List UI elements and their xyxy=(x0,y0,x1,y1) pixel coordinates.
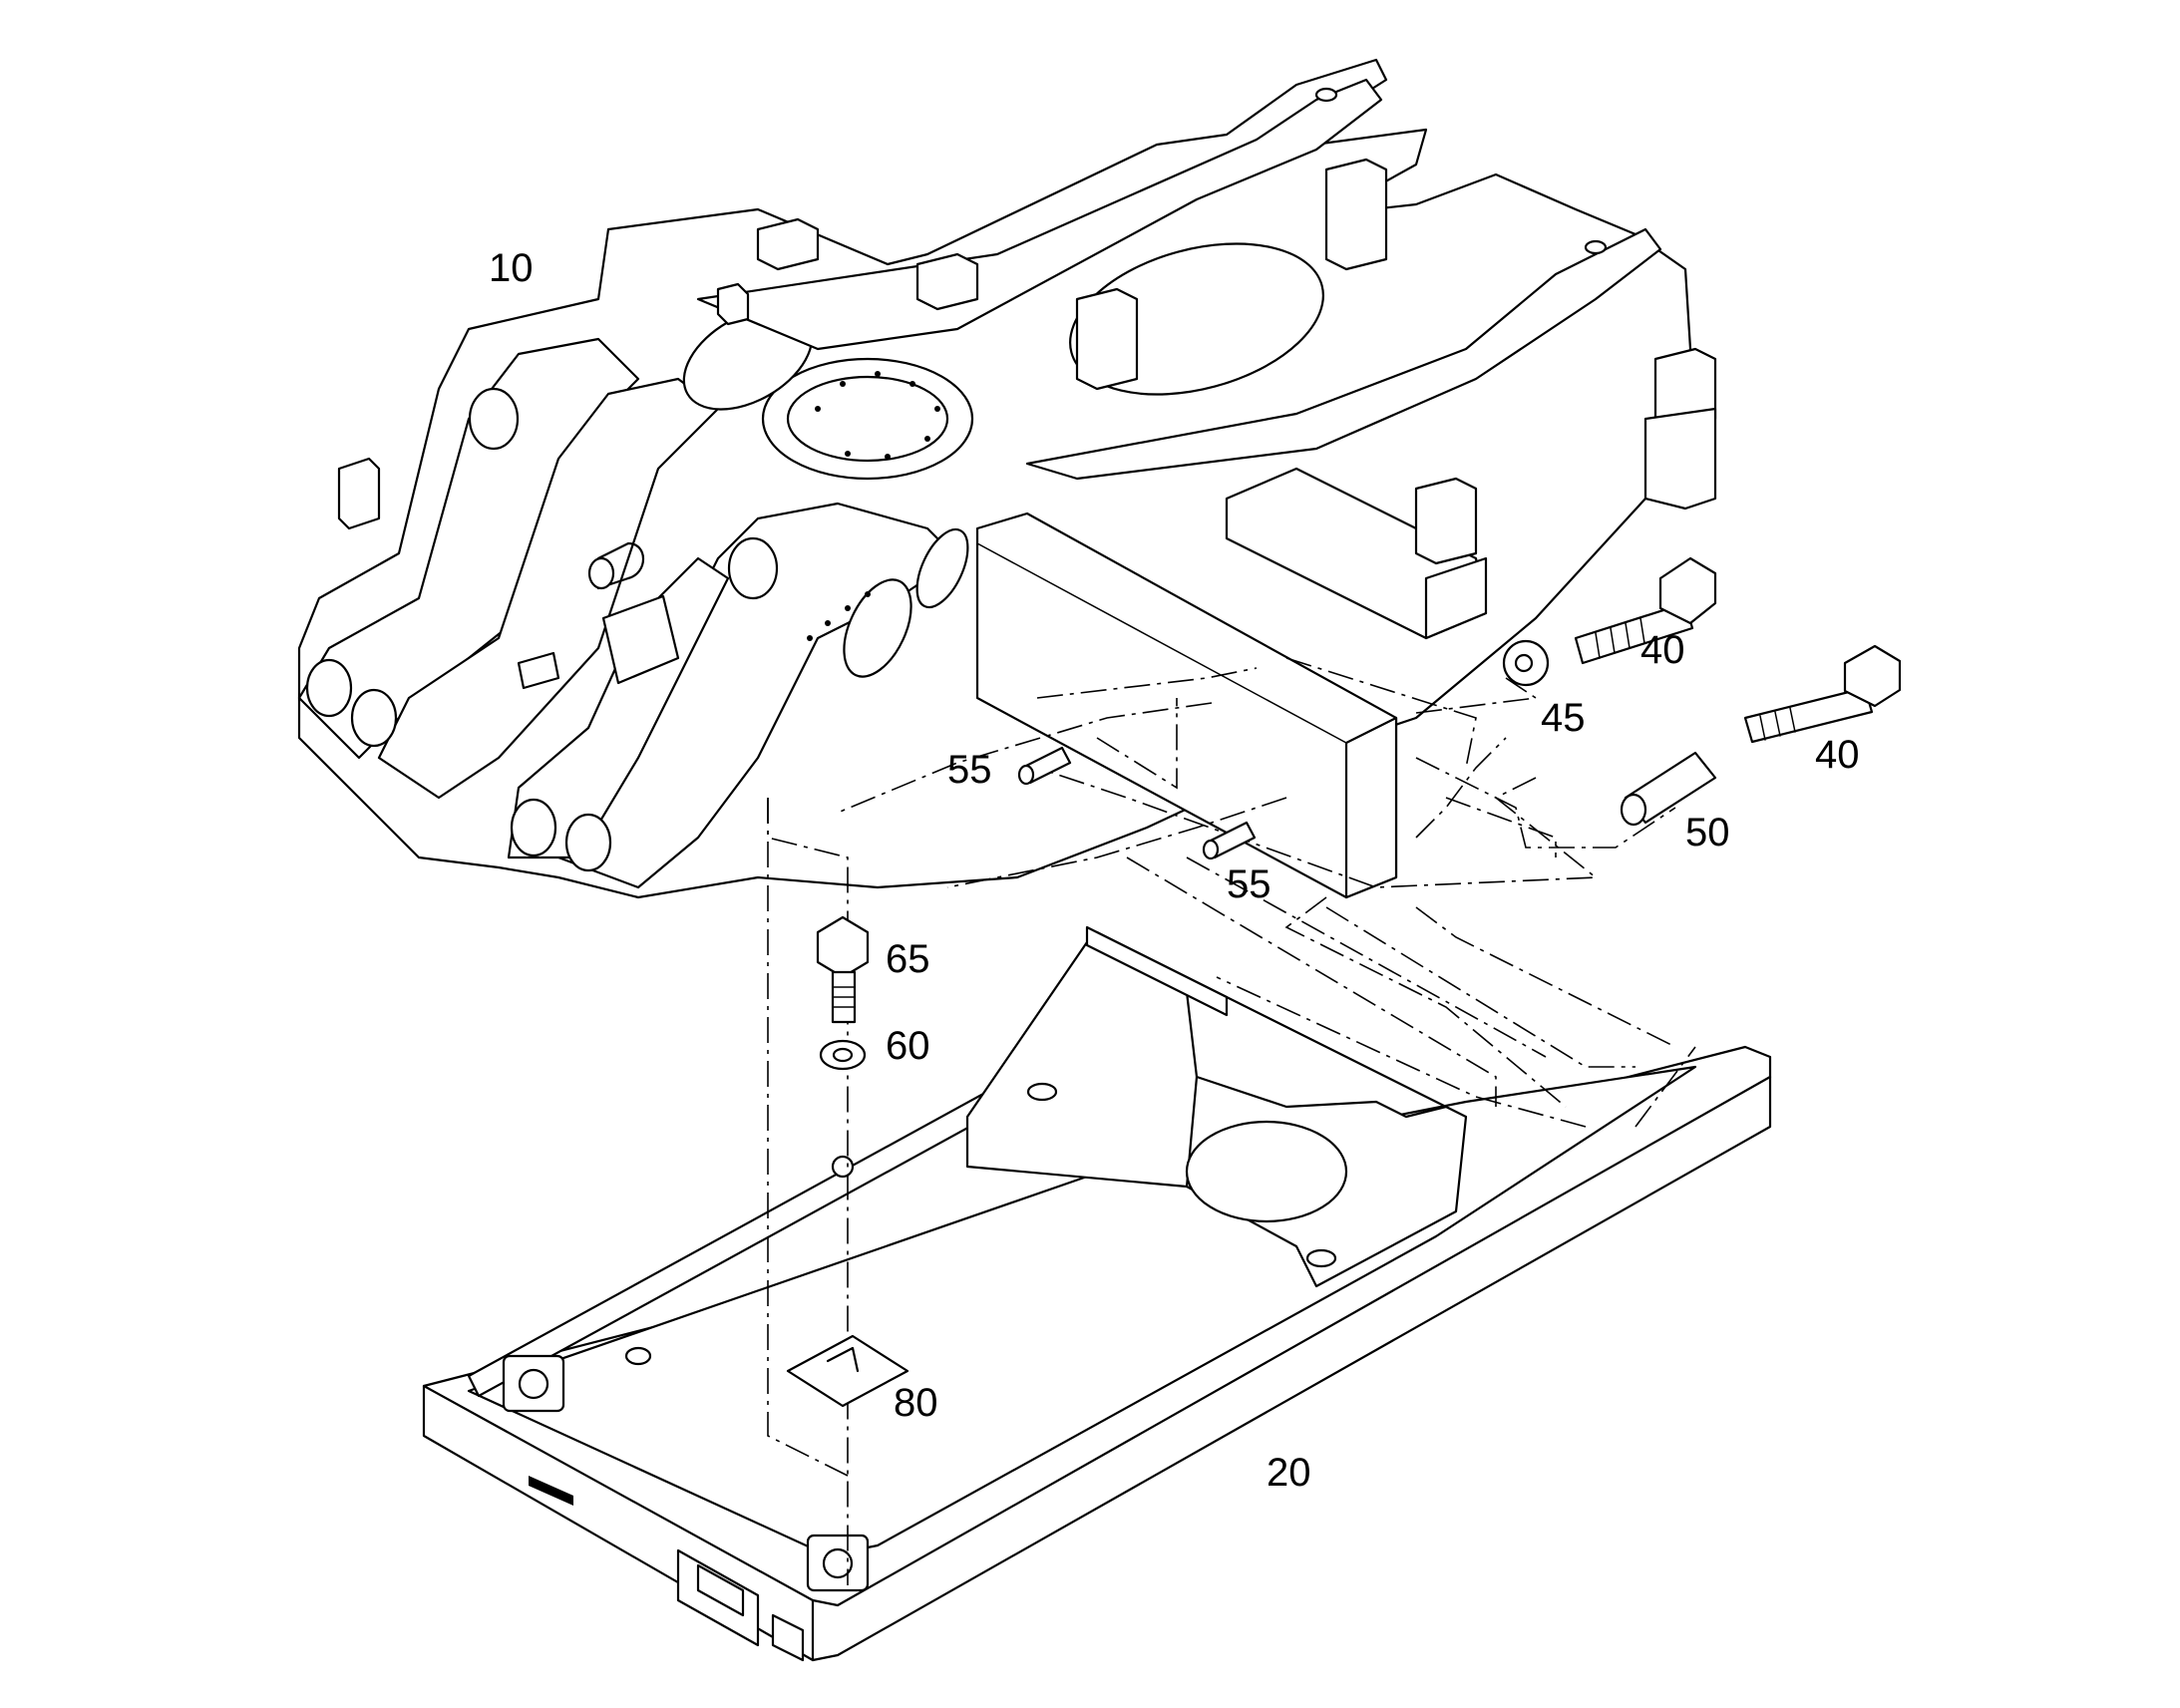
callout-10: 10 xyxy=(489,246,534,290)
callout-50: 50 xyxy=(1685,811,1730,854)
bolt-40-upper xyxy=(1574,556,1717,665)
callout-55-right: 55 xyxy=(1227,862,1272,906)
assembly-lines xyxy=(767,657,1696,1585)
pin-55-left xyxy=(1017,746,1072,786)
callout-40-upper: 40 xyxy=(1640,628,1685,672)
callout-80: 80 xyxy=(894,1381,938,1425)
sleeve-50 xyxy=(1620,751,1717,827)
bolt-40-lower xyxy=(1743,644,1902,744)
upper-frame-part-10 xyxy=(297,58,1717,899)
callout-45: 45 xyxy=(1541,696,1586,740)
plate-80 xyxy=(786,1334,909,1408)
callout-40-lower: 40 xyxy=(1815,733,1860,777)
pin-55-right xyxy=(1202,821,1257,860)
washer-45 xyxy=(1502,639,1550,687)
callout-65: 65 xyxy=(886,937,930,981)
mounting-holes xyxy=(807,371,940,641)
bolt-65 xyxy=(816,915,870,1024)
callout-60: 60 xyxy=(886,1024,930,1068)
washer-60 xyxy=(819,1039,867,1071)
callout-20: 20 xyxy=(1267,1451,1311,1495)
callout-55-left: 55 xyxy=(947,748,992,792)
lower-frame-part-20 xyxy=(422,925,1772,1662)
